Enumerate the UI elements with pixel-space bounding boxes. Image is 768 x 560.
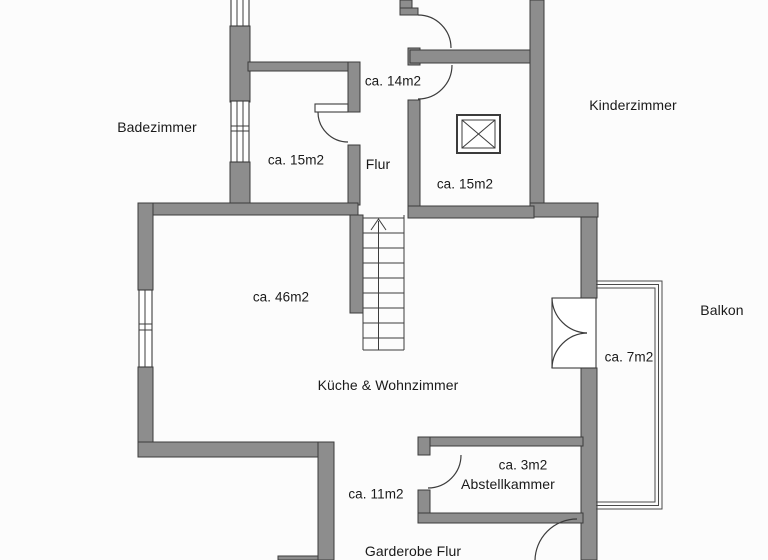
area-label-flur: ca. 14m2 — [364, 73, 422, 89]
wall-abstellkammer-west-upper — [417, 436, 431, 456]
area-label-badezimmer: ca. 15m2 — [267, 152, 325, 168]
wall-badezimmer-flur-upper — [347, 61, 361, 113]
wall-badezimmer-flur-lower — [347, 144, 361, 206]
wall-bottom-sliver — [277, 555, 319, 560]
windows — [138, 0, 250, 368]
wall-east-upper — [580, 216, 598, 299]
doors — [314, 14, 597, 560]
area-label-abstellkammer: ca. 3m2 — [498, 457, 548, 473]
wall-corridor-west — [317, 441, 335, 560]
stair-treads — [363, 217, 404, 351]
room-label-abstellkammer: Abstellkammer — [461, 476, 555, 492]
wall-shaftroom-north — [409, 49, 533, 64]
wall-abstellkammer-south — [417, 512, 584, 524]
room-label-kinderzimmer: Kinderzimmer — [589, 97, 677, 113]
area-label-shaft-room: ca. 15m2 — [436, 176, 494, 192]
area-label-balkon: ca. 7m2 — [604, 349, 654, 365]
wall-east-lower — [580, 367, 598, 560]
wall-livingroom-north-left — [137, 202, 359, 216]
window-icon-badezimmer — [230, 100, 250, 163]
shaft-symbol-icon — [456, 114, 501, 154]
door-arc-shaft-room — [417, 64, 453, 100]
room-label-garderobe-flur: Garderobe Flur — [364, 543, 462, 559]
wall-abstellkammer-north — [417, 436, 584, 447]
wall-livingroom-west-upper — [137, 202, 154, 291]
wall-flur-shaftroom — [407, 99, 421, 219]
area-label-garderobe: ca. 11m2 — [348, 486, 404, 502]
door-arc-abstellkammer — [427, 454, 462, 489]
door-badezimmer — [314, 103, 349, 143]
door-arc-top-room — [417, 14, 452, 49]
wall-shaftroom-south — [407, 205, 535, 219]
walls — [137, 0, 599, 560]
wall-kinderzimmer-south — [529, 202, 599, 218]
stair-direction-arrow-icon — [370, 218, 387, 350]
balcony-railing — [596, 280, 663, 510]
wall-topleft-room-south — [247, 61, 361, 72]
room-label-kueche-wohnzimmer: Küche & Wohnzimmer — [317, 377, 459, 393]
wall-stair-side — [349, 214, 364, 314]
door-arc-garderobe — [534, 518, 578, 560]
room-label-flur: Flur — [365, 156, 391, 172]
room-label-balkon: Balkon — [700, 302, 744, 318]
room-label-badezimmer: Badezimmer — [117, 119, 197, 135]
window-icon-livingroom — [138, 289, 153, 368]
staircase — [362, 215, 405, 351]
wall-livingroom-south — [137, 441, 335, 458]
window-icon-top-left — [230, 0, 250, 27]
area-label-wohnzimmer: ca. 46m2 — [252, 289, 310, 305]
wall-left-top — [229, 25, 251, 103]
wall-top-stub-foot — [399, 7, 419, 16]
door-balcony-french — [551, 297, 597, 369]
wall-kinderzimmer-west — [529, 0, 545, 206]
